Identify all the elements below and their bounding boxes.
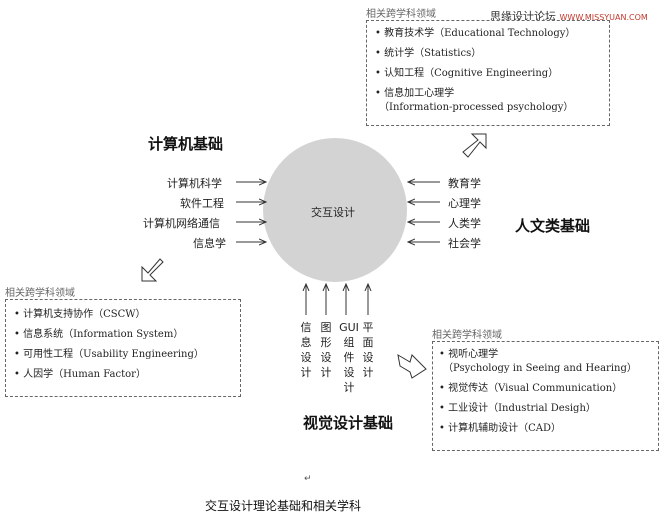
- watermark-url: WWW.MISSYUAN.COM: [559, 13, 648, 22]
- center-label: 交互设计: [311, 206, 355, 219]
- humanities-item: 心理学: [448, 197, 481, 210]
- box-left: 计算机支持协作（CSCW） 信息系统（Information System） 可…: [5, 299, 241, 397]
- box-item: 信息加工心理学: [375, 87, 601, 101]
- visual-column: GUI组件设计: [339, 321, 359, 394]
- box-item: 工业设计（Industrial Desigh）: [439, 402, 652, 416]
- computer-item: 软件工程: [180, 197, 224, 210]
- box-item: 信息系统（Information System）: [14, 328, 232, 342]
- box-item-continuation: （Psychology in Seeing and Hearing）: [443, 363, 637, 374]
- block-arrow-right: [397, 354, 427, 379]
- box-item: 认知工程（Cognitive Engineering）: [375, 67, 601, 81]
- humanities-item: 社会学: [448, 237, 481, 250]
- humanities-item: 人类学: [448, 217, 481, 230]
- watermark: 思缘设计论坛 WWW.MISSYUAN.COM: [490, 8, 648, 24]
- figure-caption: 交互设计理论基础和相关学科: [205, 499, 362, 513]
- computer-item: 计算机科学: [167, 177, 222, 190]
- box-top-right: 教育技术学（Educational Technology） 统计学（Statis…: [366, 20, 610, 126]
- block-arrow-up-right: [462, 133, 487, 158]
- box-item: 统计学（Statistics）: [375, 47, 601, 61]
- box-item: 可用性工程（Usability Engineering）: [14, 348, 232, 362]
- box-bottom-right-title: 相关跨学科领域: [432, 330, 502, 341]
- box-item: 计算机辅助设计（CAD）: [439, 422, 652, 436]
- box-item: 视听心理学: [439, 348, 652, 362]
- block-arrow-down-left: [141, 258, 164, 282]
- computer-basis-heading: 计算机基础: [148, 135, 224, 153]
- box-item: 教育技术学（Educational Technology）: [375, 27, 601, 41]
- box-top-right-title: 相关跨学科领域: [366, 9, 436, 20]
- visual-column: 信息设计: [300, 321, 312, 379]
- box-item: 计算机支持协作（CSCW）: [14, 308, 232, 322]
- humanities-item: 教育学: [448, 177, 481, 190]
- humanities-basis-heading: 人文类基础: [515, 217, 591, 235]
- box-item: 视觉传达（Visual Communication）: [439, 382, 652, 396]
- center-circle: [263, 138, 407, 282]
- box-item-continuation: （Information-processed psychology）: [379, 102, 574, 113]
- box-item: 人因学（Human Factor）: [14, 368, 232, 382]
- box-left-title: 相关跨学科领域: [5, 288, 75, 299]
- visual-basis-heading: 视觉设计基础: [303, 414, 394, 432]
- watermark-text: 思缘设计论坛: [490, 10, 556, 23]
- paragraph-mark: ↵: [304, 474, 312, 484]
- visual-column: 平面设计: [362, 321, 374, 379]
- visual-column: 图形设计: [320, 321, 332, 379]
- computer-item: 计算机网络通信: [143, 217, 220, 230]
- box-bottom-right: 视听心理学 （Psychology in Seeing and Hearing）…: [432, 341, 659, 451]
- computer-item: 信息学: [193, 237, 226, 250]
